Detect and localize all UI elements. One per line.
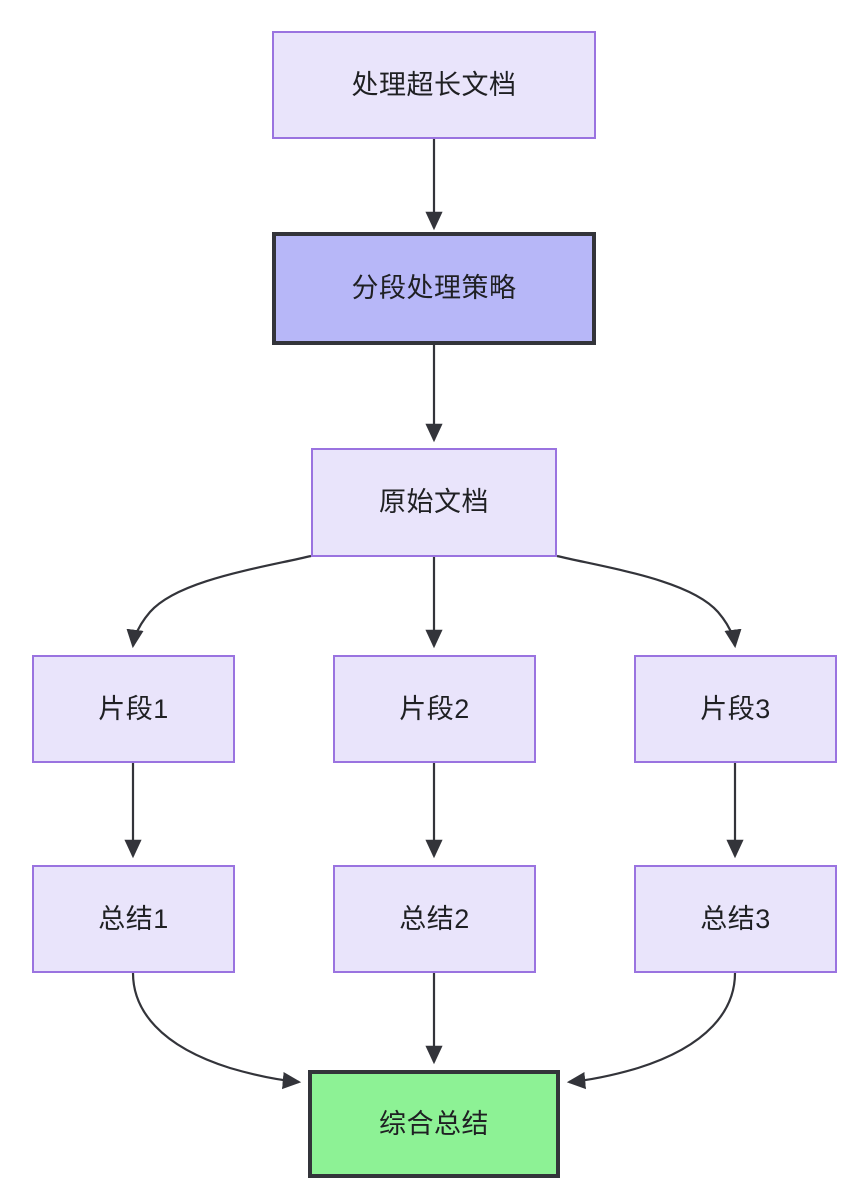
edge-source-to-fragment3 <box>556 554 742 649</box>
node-label: 片段3 <box>700 693 771 724</box>
edge-summary3-to-final <box>566 972 737 1090</box>
node-segmented-processing-strategy[interactable]: 分段处理策略 <box>272 232 596 345</box>
node-label: 片段1 <box>98 693 169 724</box>
node-label: 总结3 <box>700 903 771 934</box>
node-label: 综合总结 <box>379 1108 489 1139</box>
node-summary-2[interactable]: 总结2 <box>333 865 536 973</box>
edge-summary1-to-final <box>131 972 302 1090</box>
node-fragment-3[interactable]: 片段3 <box>634 655 837 763</box>
node-summary-3[interactable]: 总结3 <box>634 865 837 973</box>
node-summary-1[interactable]: 总结1 <box>32 865 235 973</box>
node-fragment-1[interactable]: 片段1 <box>32 655 235 763</box>
node-label: 片段2 <box>399 693 470 724</box>
edge-source-to-fragment1 <box>126 554 312 649</box>
node-label: 原始文档 <box>379 487 489 518</box>
node-label: 分段处理策略 <box>351 273 517 304</box>
node-source-document[interactable]: 原始文档 <box>311 448 557 557</box>
node-label: 总结2 <box>399 903 470 934</box>
node-fragment-2[interactable]: 片段2 <box>333 655 536 763</box>
node-label: 处理超长文档 <box>351 69 517 100</box>
node-label: 总结1 <box>98 903 169 934</box>
node-process-long-document[interactable]: 处理超长文档 <box>272 31 596 139</box>
node-comprehensive-summary[interactable]: 综合总结 <box>308 1070 560 1178</box>
